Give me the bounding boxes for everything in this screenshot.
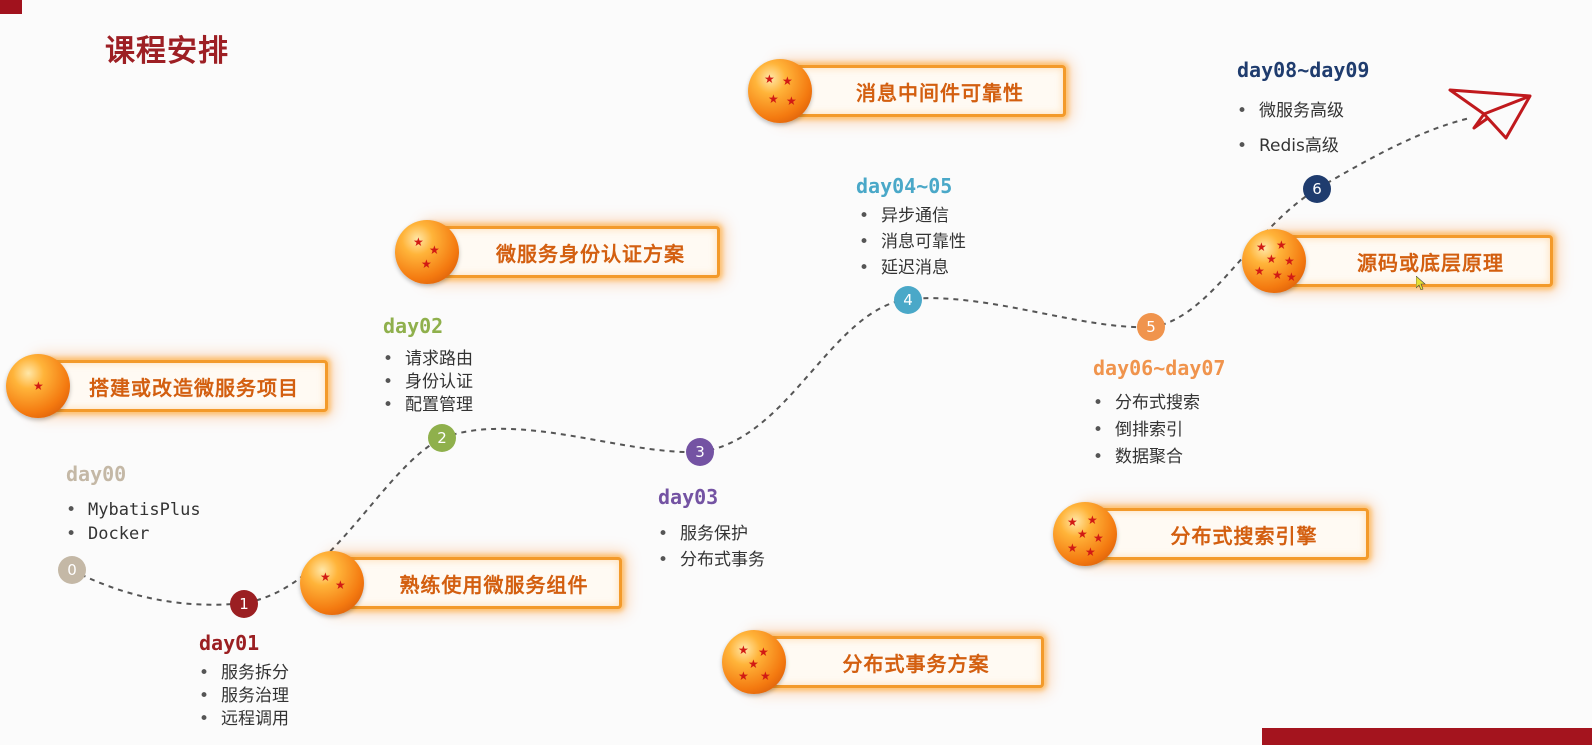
day06-07-list: 分布式搜索 倒排索引 数据聚合 — [1093, 390, 1200, 471]
banner-label: 源码或底层原理 — [1357, 250, 1504, 275]
node-4: 4 — [894, 286, 922, 314]
day03-heading: day03 — [658, 485, 719, 509]
banner-label: 微服务身份认证方案 — [496, 241, 685, 266]
node-1: 1 — [230, 590, 258, 618]
day01-heading: day01 — [199, 631, 260, 655]
banner-search-engine: ★ ★ ★ ★ ★ ★ 分布式搜索引擎 — [1053, 502, 1369, 566]
day00-heading: day00 — [66, 462, 127, 486]
page-title: 课程安排 — [105, 34, 229, 69]
banner-label: 熟练使用微服务组件 — [399, 572, 589, 597]
banner-auth-solution: ★ ★ ★ 微服务身份认证方案 — [395, 220, 720, 284]
banner-plate — [780, 65, 1066, 117]
list-item: 消息可靠性 — [859, 229, 966, 255]
dragon-ball-icon: ★ ★ ★ ★ — [748, 59, 812, 123]
banner-label: 搭建或改造微服务项目 — [89, 375, 299, 400]
banner-label: 分布式搜索引擎 — [1170, 523, 1318, 548]
day04-05-list: 异步通信 消息可靠性 延迟消息 — [859, 203, 966, 281]
day08-09-heading: day08~day09 — [1237, 58, 1370, 82]
list-item: 分布式事务 — [658, 547, 765, 573]
node-6: 6 — [1303, 175, 1331, 203]
roadmap-dashed-line — [71, 117, 1471, 606]
day02-list: 请求路由 身份认证 配置管理 — [383, 348, 473, 417]
banner-distributed-transaction: ★ ★ ★ ★ ★ 分布式事务方案 — [722, 630, 1044, 694]
day02-heading: day02 — [383, 314, 444, 338]
list-item: 服务治理 — [199, 685, 289, 708]
node-3: 3 — [686, 438, 714, 466]
list-item: 配置管理 — [383, 394, 473, 417]
list-item: Docker — [66, 522, 201, 546]
day00-list: MybatisPlus Docker — [66, 498, 201, 546]
list-item: MybatisPlus — [66, 498, 201, 522]
banner-microservice-components: ★ ★ 熟练使用微服务组件 — [300, 551, 622, 615]
list-item: 远程调用 — [199, 708, 289, 731]
day04-05-heading: day04~05 — [856, 174, 953, 198]
banner-message-reliability: ★ ★ ★ ★ 消息中间件可靠性 — [748, 59, 1066, 123]
node-2: 2 — [428, 424, 456, 452]
bottom-bar — [1262, 728, 1592, 745]
banner-build-microservice: ★ 搭建或改造微服务项目 — [6, 354, 328, 418]
dragon-ball-icon: ★ ★ ★ ★ ★ ★ — [1053, 502, 1117, 566]
banner-plate — [427, 226, 720, 278]
list-item: 异步通信 — [859, 203, 966, 229]
day08-09-list: 微服务高级 Redis高级 — [1237, 94, 1344, 164]
banner-plate — [754, 636, 1044, 688]
banner-plate — [1274, 235, 1553, 287]
dragon-ball-icon: ★ ★ ★ ★ ★ — [722, 630, 786, 694]
day01-list: 服务拆分 服务治理 远程调用 — [199, 662, 289, 731]
mouse-cursor-icon — [1416, 276, 1426, 290]
list-item: 分布式搜索 — [1093, 390, 1200, 417]
day06-07-heading: day06~day07 — [1093, 356, 1226, 380]
banner-plate — [1085, 508, 1369, 560]
banner-label: 分布式事务方案 — [842, 651, 990, 676]
day03-list: 服务保护 分布式事务 — [658, 521, 765, 573]
list-item: Redis高级 — [1237, 129, 1344, 164]
list-item: 服务拆分 — [199, 662, 289, 685]
list-item: 身份认证 — [383, 371, 473, 394]
banner-label: 消息中间件可靠性 — [856, 80, 1024, 105]
dragon-ball-icon: ★ — [6, 354, 70, 418]
dragon-ball-icon: ★ ★ — [300, 551, 364, 615]
list-item: 数据聚合 — [1093, 444, 1200, 471]
node-5: 5 — [1137, 313, 1165, 341]
list-item: 倒排索引 — [1093, 417, 1200, 444]
banner-source-principles: ★ ★ ★ ★ ★ ★ ★ 源码或底层原理 — [1242, 229, 1553, 293]
node-0: 0 — [58, 556, 86, 584]
list-item: 微服务高级 — [1237, 94, 1344, 129]
dragon-ball-icon: ★ ★ ★ ★ ★ ★ ★ — [1242, 229, 1306, 293]
list-item: 服务保护 — [658, 521, 765, 547]
list-item: 延迟消息 — [859, 255, 966, 281]
dragon-ball-icon: ★ ★ ★ — [395, 220, 459, 284]
list-item: 请求路由 — [383, 348, 473, 371]
banner-plate — [38, 360, 328, 412]
paper-plane-icon — [1448, 88, 1532, 140]
corner-marker — [0, 0, 22, 14]
